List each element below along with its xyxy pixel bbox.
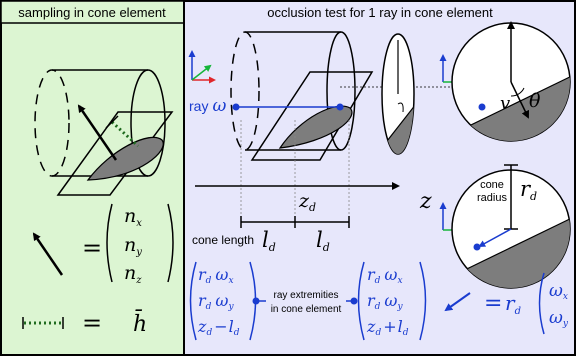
direction-rd: rd [505,291,521,317]
main-cylinder-front-rim [326,31,356,151]
offset-h-tick [105,115,119,129]
ray-point-top [478,103,486,111]
axis-y-icon [191,64,212,81]
cone-radius-label-1: cone [480,179,504,191]
ray-extremities-label-1: ray extremities [273,290,338,301]
direction-arrow [444,292,471,312]
hbar-symbol: h̄ [133,309,147,337]
right-panel: occlusion test for 1 ray in cone element… [183,0,576,356]
cylinder-front-rim [130,69,166,177]
normal-right-paren [167,203,174,283]
ray-end-point [336,103,344,111]
direction-omega-x: ωx [549,281,568,302]
main-intersection [278,105,353,149]
ld-label-1: ld [262,228,276,254]
z-axis-label: z [419,189,432,214]
normal-components: nx ny nz [124,205,142,286]
zd-label: zd [298,190,316,214]
extremities-label-bg [266,287,346,315]
normal-nz: nz [124,262,142,286]
v-label: v [500,93,510,114]
extremity-start-dot [252,297,260,305]
main-cylinder [230,31,356,151]
extremity-end-dot [350,297,358,305]
offset-h-segment [110,120,140,148]
normal-left-paren [106,203,113,283]
ld-label-2: ld [316,228,330,254]
hbar-equals: = [82,309,102,337]
axes-icon-3d [188,50,216,84]
normal-ny: ny [124,234,142,258]
cone-radius-label-2: radius [477,192,507,204]
main-plane [250,71,374,161]
side-view-angle [397,102,404,113]
theta-label: θ [529,90,541,112]
start-vector-row-3: zd−ld [197,317,240,338]
ray-extremities-label-2: in cone element [271,304,342,315]
normal-arrow [77,104,118,161]
normal-nx: nx [124,205,142,229]
ray-point-bottom [473,243,481,251]
direction-omega-y: ωy [549,308,569,329]
direction-left-paren [538,272,545,335]
normal-legend-arrow [32,232,64,276]
cone-length-label: cone length [192,233,254,247]
end-vector-left-paren [357,261,365,341]
left-panel: sampling in cone element = nx ny nz [0,0,185,356]
rd-label: rd [520,177,537,203]
end-vector-right-paren [419,261,427,341]
ray-start-point [232,103,240,111]
direction-arrow-circle [478,228,512,247]
normal-equals: = [82,234,102,262]
right-panel-title: occlusion test for 1 ray in cone element [267,5,493,20]
start-vector-left-paren [189,261,197,341]
direction-equals: = [484,291,502,316]
end-vector-row-3: zd+ld [366,317,409,338]
sampling-plane [56,111,174,196]
left-panel-title: sampling in cone element [18,5,166,20]
v-arrow [510,81,529,119]
theta-arc [510,87,525,97]
